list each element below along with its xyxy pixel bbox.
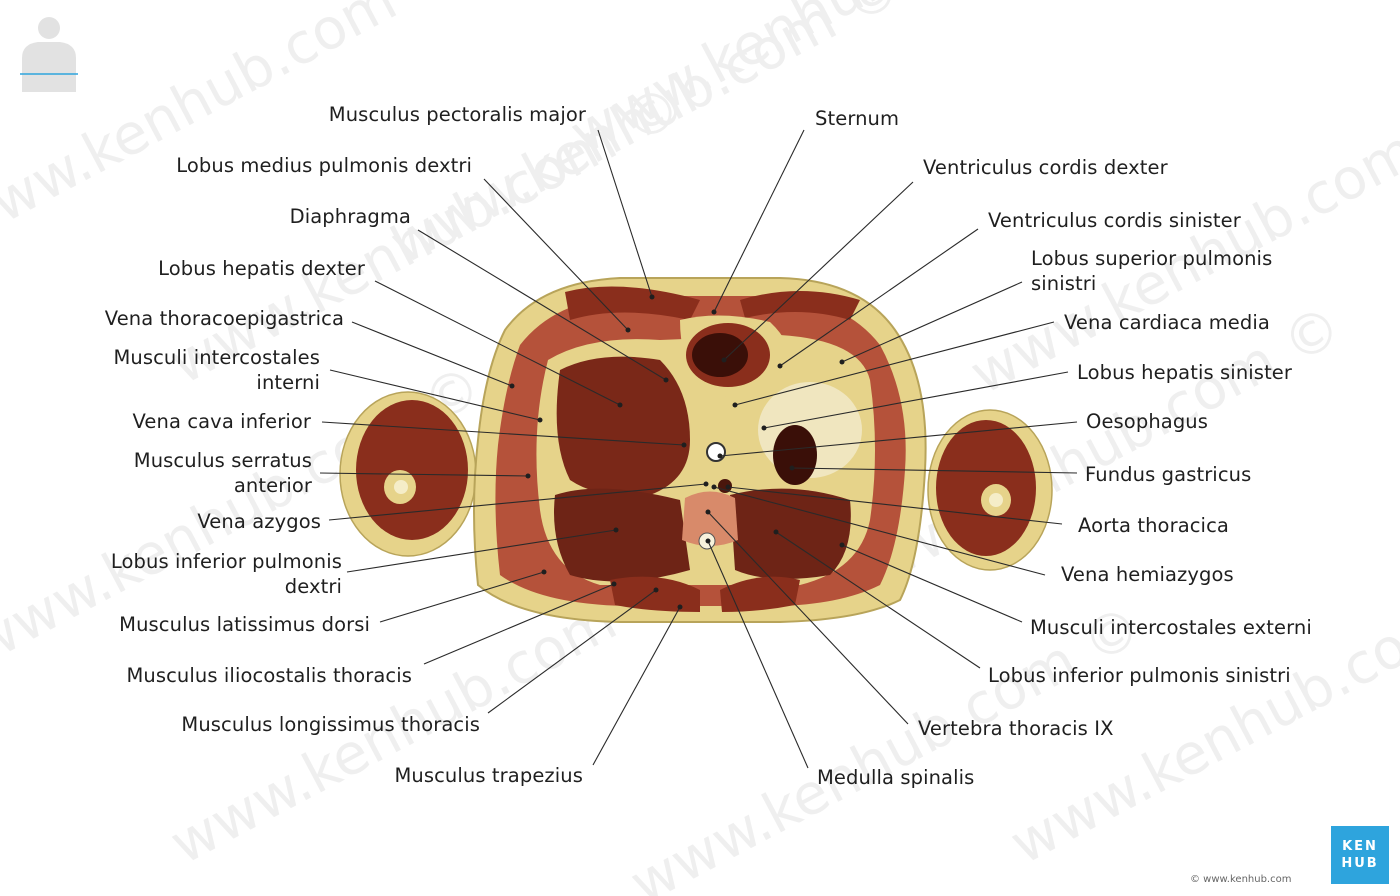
line-diaphragma <box>417 229 667 381</box>
label-aorta-thoracica: Aorta thoracica <box>1078 514 1229 537</box>
line-trapezius <box>592 606 681 766</box>
line-lobus-inferior-dextri <box>346 529 617 573</box>
line-vena-hemiazygos <box>713 486 1046 576</box>
line-vena-thoracoepigastrica <box>351 321 513 387</box>
copyright-text: © www.kenhub.com <box>1190 874 1292 885</box>
line-ventriculus-dexter <box>723 181 914 361</box>
trunk-section <box>473 277 927 623</box>
label-trapezius: Musculus trapezius <box>394 764 583 787</box>
line-lobus-medius <box>483 178 629 331</box>
leader-dots <box>509 294 845 610</box>
line-intercostales-interni <box>329 369 541 421</box>
arm-left-section <box>927 409 1053 571</box>
label-intercostales-externi: Musculi intercostales externi <box>1030 616 1312 639</box>
label-vertebra-thoracis: Vertebra thoracis IX <box>918 717 1114 740</box>
line-iliocostalis-thoracis <box>423 583 615 665</box>
label-lobus-hepatis-dexter: Lobus hepatis dexter <box>158 257 365 280</box>
line-intercostales-externi <box>841 544 1023 623</box>
line-lobus-hepatis-dexter <box>374 280 621 406</box>
line-lobus-superior-sinistri <box>841 281 1023 363</box>
label-vena-azygos: Vena azygos <box>197 510 321 533</box>
kenhub-logo: KEN HUB <box>1331 826 1389 884</box>
line-lobus-inferior-sinistri <box>775 531 981 669</box>
line-vena-cardiaca-media <box>734 321 1055 406</box>
label-fundus-gastricus: Fundus gastricus <box>1085 463 1252 486</box>
line-vena-cava-inferior <box>321 421 685 446</box>
line-longissimus-thoracis <box>487 589 657 714</box>
line-medulla-spinalis <box>707 540 809 769</box>
line-fundus-gastricus <box>791 467 1078 474</box>
line-serratus-anterior <box>319 472 529 477</box>
label-lobus-inferior-dextri: Lobus inferior pulmonis dextri <box>110 550 342 598</box>
label-medulla-spinalis: Medulla spinalis <box>817 766 975 789</box>
label-pectoralis-major: Musculus pectoralis major <box>328 103 586 126</box>
line-lobus-hepatis-sinister <box>763 371 1069 429</box>
label-intercostales-interni: Musculi intercostales interni <box>113 346 320 394</box>
label-lobus-medius: Lobus medius pulmonis dextri <box>176 154 472 177</box>
body-silhouette-icon <box>20 17 78 92</box>
label-vena-cava-inferior: Vena cava inferior <box>132 410 311 433</box>
label-ventriculus-sinister: Ventriculus cordis sinister <box>988 209 1241 232</box>
logo-line-1: KEN <box>1342 839 1378 854</box>
label-iliocostalis-thoracis: Musculus iliocostalis thoracis <box>126 664 412 687</box>
label-longissimus-thoracis: Musculus longissimus thoracis <box>181 713 480 736</box>
line-latissimus-dorsi <box>379 571 545 623</box>
line-sternum <box>713 129 805 313</box>
line-vena-azygos <box>328 483 707 521</box>
line-vertebra-thoracis <box>707 511 909 725</box>
label-lobus-hepatis-sinister: Lobus hepatis sinister <box>1077 361 1293 384</box>
label-sternum: Sternum <box>815 107 900 130</box>
line-aorta-thoracica <box>727 486 1063 525</box>
label-vena-hemiazygos: Vena hemiazygos <box>1061 563 1234 586</box>
line-oesophagus <box>719 421 1078 457</box>
logo-line-2: HUB <box>1341 856 1379 871</box>
line-ventriculus-sinister <box>779 228 979 367</box>
label-lobus-inferior-sinistri: Lobus inferior pulmonis sinistri <box>988 664 1291 687</box>
label-serratus-anterior: Musculus serratus anterior <box>133 449 312 497</box>
line-pectoralis-major <box>597 129 653 298</box>
label-vena-thoracoepigastrica: Vena thoracoepigastrica <box>104 307 344 330</box>
label-vena-cardiaca-media: Vena cardiaca media <box>1064 311 1270 334</box>
label-diaphragma: Diaphragma <box>289 205 411 228</box>
label-oesophagus: Oesophagus <box>1086 410 1209 433</box>
label-ventriculus-dexter: Ventriculus cordis dexter <box>923 156 1168 179</box>
label-latissimus-dorsi: Musculus latissimus dorsi <box>119 613 370 636</box>
leader-lines <box>319 129 1078 769</box>
label-lobus-superior-sinistri: Lobus superior pulmonis sinistri <box>1031 247 1273 295</box>
